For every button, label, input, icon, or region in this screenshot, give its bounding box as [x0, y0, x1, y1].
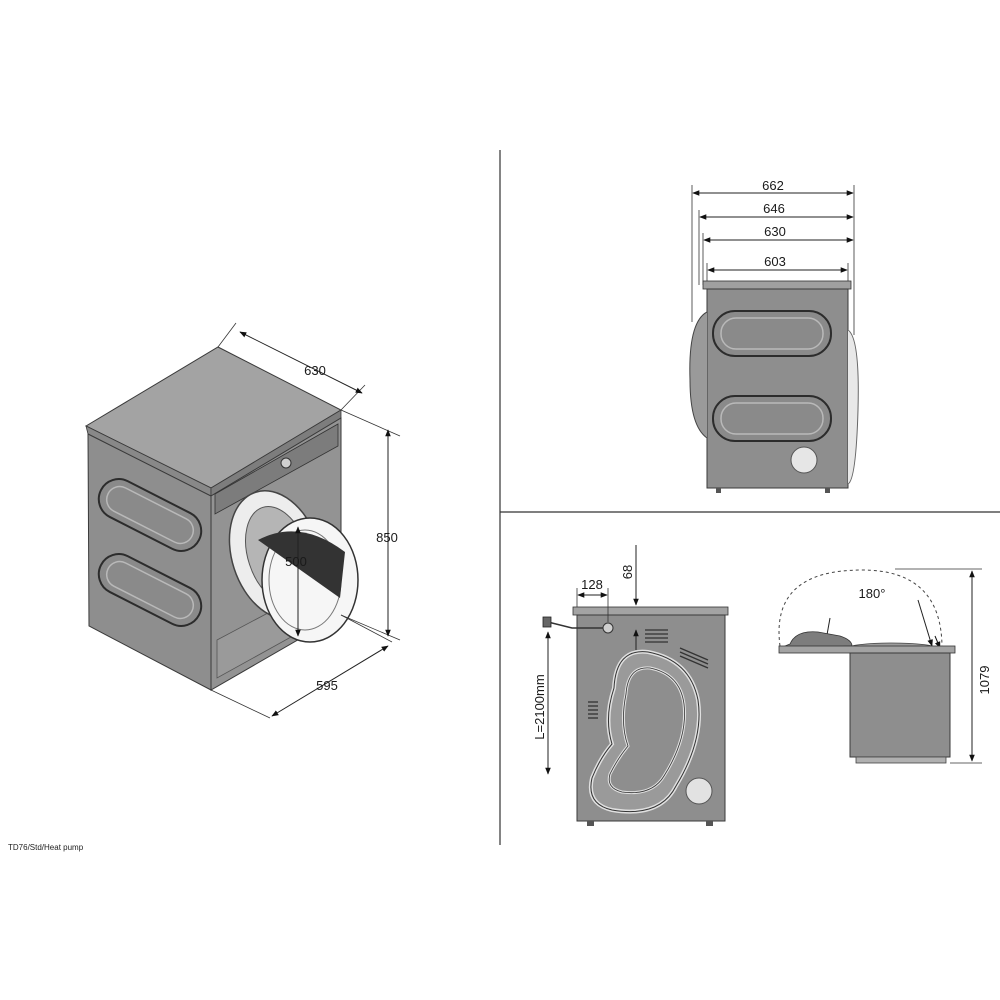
dim-iso-height-label: 850 [376, 530, 398, 545]
iso-oval-upper [97, 478, 203, 552]
side-rear-bulge [847, 329, 859, 485]
iso-door-dark-segment [258, 531, 345, 598]
iso-control-panel [214, 423, 339, 515]
door-body [849, 652, 951, 758]
door-top-plate [778, 645, 956, 654]
dim-iso-width-label: 595 [316, 678, 338, 693]
door-swing-view: 180° 1079 [778, 568, 992, 764]
rear-foot-right [706, 821, 713, 826]
dim-door-height-label: 1079 [977, 666, 992, 695]
side-foot-rear [825, 488, 830, 493]
iso-ext-height-bottom [340, 614, 401, 641]
door-swing-arrow-right [917, 599, 933, 647]
rear-side-grille [588, 701, 598, 719]
rear-top-plate [572, 606, 729, 616]
dim-side-603-label: 603 [764, 254, 786, 269]
side-top-plate [702, 280, 852, 290]
rear-duct-outline [590, 651, 700, 813]
side-oval-lower [712, 395, 832, 442]
rear-hose [547, 621, 603, 629]
rear-foot-left [587, 821, 594, 826]
iso-ext-width-right [340, 614, 393, 643]
iso-ext-depth-a [217, 322, 237, 348]
side-door-bulge [689, 311, 708, 439]
dim-iso-door-label: 500 [285, 554, 307, 569]
rear-inlet [602, 622, 614, 634]
dim-rear-hose-label: L=2100mm [532, 674, 547, 739]
iso-ext-width-left [210, 689, 271, 719]
side-vent-circle [790, 446, 818, 474]
isometric-view: 630 850 595 500 [84, 322, 401, 719]
side-oval-upper [712, 310, 832, 357]
rear-hose-plug [542, 616, 552, 628]
model-caption: TD76/Std/Heat pump [8, 843, 84, 852]
dim-side-662-label: 662 [762, 178, 784, 193]
rear-vent-grille [645, 629, 709, 669]
rear-drain-circle [685, 777, 713, 805]
side-view: 662 646 630 603 [689, 178, 859, 493]
door-swing-angle-label: 180° [859, 586, 886, 601]
door-swing-arc [778, 569, 943, 649]
iso-ext-height-top [340, 409, 401, 437]
iso-side-ovals [97, 478, 203, 552]
iso-oval-lower [97, 553, 203, 627]
dim-iso-depth-label: 630 [304, 363, 326, 378]
door-body-base [855, 756, 947, 764]
dim-iso-width-line [271, 645, 389, 717]
dim-iso-depth-line [239, 331, 363, 394]
rear-view: 128 68 L=2100mm [532, 545, 729, 826]
iso-knob [280, 457, 292, 469]
dim-rear-128-label: 128 [581, 577, 603, 592]
side-foot-front [716, 488, 721, 493]
dim-side-646-label: 646 [763, 201, 785, 216]
door-open-panel [779, 631, 853, 649]
dim-rear-68-label: 68 [620, 565, 635, 579]
dim-side-630-label: 630 [764, 224, 786, 239]
